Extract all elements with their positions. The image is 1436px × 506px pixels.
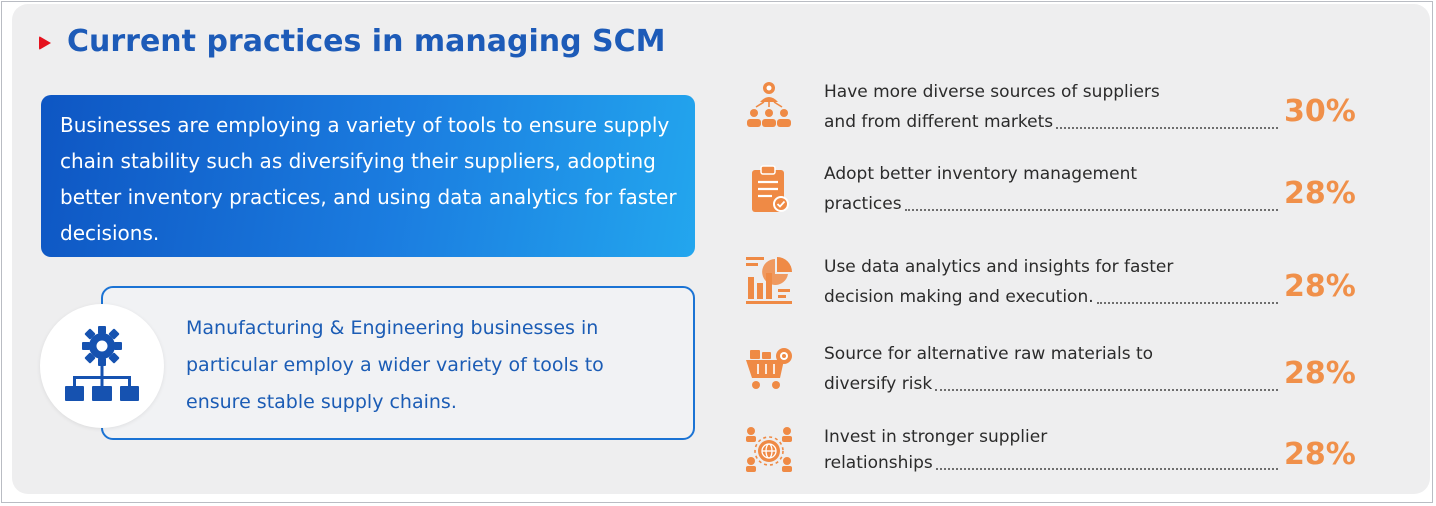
global-partners-icon (746, 427, 792, 472)
practice-item: Have more diverse sources of suppliers a… (744, 80, 1356, 140)
intro-card: Businesses are employing a variety of to… (41, 95, 695, 257)
practice-item: Use data analytics and insights for fast… (744, 255, 1356, 315)
practice-item: Invest in stronger supplier relationship… (744, 425, 1356, 485)
practice-leader: practices (824, 192, 1280, 216)
clipboard-check-icon (752, 165, 789, 212)
dotted-leader (1056, 127, 1278, 129)
practice-percent: 28% (1284, 176, 1356, 211)
intro-text: Businesses are employing a variety of to… (60, 113, 677, 245)
highlight-card: Manufacturing & Engineering businesses i… (101, 286, 695, 440)
gear-network-icon (65, 326, 139, 401)
practice-percent: 30% (1284, 94, 1356, 129)
highlight-icon-badge (40, 304, 164, 428)
practice-line2: decision making and execution. (824, 287, 1094, 307)
dotted-leader (935, 468, 1278, 470)
practice-line1: Invest in stronger supplier (824, 427, 1048, 447)
highlight-text: Manufacturing & Engineering businesses i… (186, 317, 604, 413)
dotted-leader (935, 389, 1278, 391)
practice-percent: 28% (1284, 437, 1356, 472)
practice-leader: and from different markets (824, 110, 1280, 134)
practice-line1: Use data analytics and insights for fast… (824, 257, 1174, 277)
page-title: Current practices in managing SCM (67, 24, 666, 59)
title-marker (39, 36, 51, 50)
practice-percent: 28% (1284, 269, 1356, 304)
materials-cart-icon (746, 348, 792, 389)
practice-leader: diversify risk (824, 372, 1280, 396)
practice-line2: relationships (824, 453, 933, 473)
practice-line1: Have more diverse sources of suppliers (824, 82, 1160, 102)
practice-line2: and from different markets (824, 112, 1054, 132)
dotted-leader (1096, 302, 1278, 304)
practice-leader: decision making and execution. (824, 285, 1280, 309)
practice-percent: 28% (1284, 356, 1356, 391)
analytics-chart-icon (746, 257, 792, 304)
practice-line1: Adopt better inventory management (824, 164, 1138, 184)
practice-line1: Source for alternative raw materials to (824, 344, 1154, 364)
practice-line2: diversify risk (824, 374, 933, 394)
practice-leader: relationships (824, 451, 1280, 475)
supplier-network-icon (747, 82, 791, 127)
dotted-leader (904, 209, 1278, 211)
practice-line2: practices (824, 194, 902, 214)
practice-item: Adopt better inventory management practi… (744, 162, 1356, 222)
practice-item: Source for alternative raw materials to … (744, 342, 1356, 402)
